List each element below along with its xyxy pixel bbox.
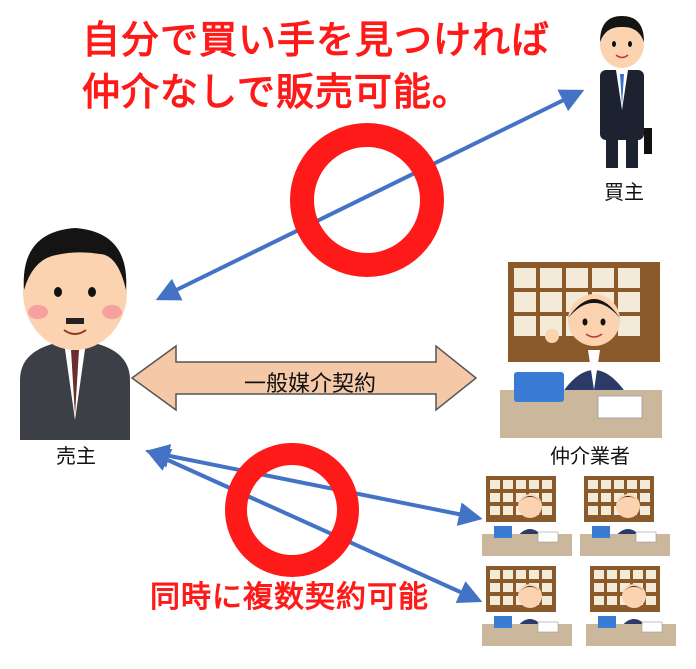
ok-mark-top — [290, 123, 444, 277]
headline-line-2: 仲介なしで販売可能。 — [82, 70, 471, 114]
agent-figure-small-4 — [585, 565, 677, 647]
buyer-label: 買主 — [604, 180, 644, 204]
seller-figure — [20, 228, 130, 440]
headline: 自分で買い手を見つければ 仲介なしで販売可能。 — [82, 14, 582, 118]
ok-mark-bottom — [225, 443, 359, 577]
headline-line-1: 自分で買い手を見つければ — [82, 18, 551, 62]
seller-buyer-arrow — [155, 89, 585, 301]
seller-label: 売主 — [56, 444, 96, 468]
contract-double-arrow — [130, 344, 478, 412]
agent-figure-small-2 — [579, 475, 671, 557]
agent-figure-large — [500, 262, 662, 438]
agent-label: 仲介業者 — [550, 444, 630, 468]
agent-figure-small-1 — [481, 475, 573, 557]
seller-agent2-arrow — [145, 448, 483, 604]
contract-label: 一般媒介契約 — [243, 372, 376, 397]
agent-figure-small-3 — [481, 565, 573, 647]
bottom-note: 同時に複数契約可能 — [150, 580, 429, 615]
buyer-figure — [600, 16, 652, 168]
